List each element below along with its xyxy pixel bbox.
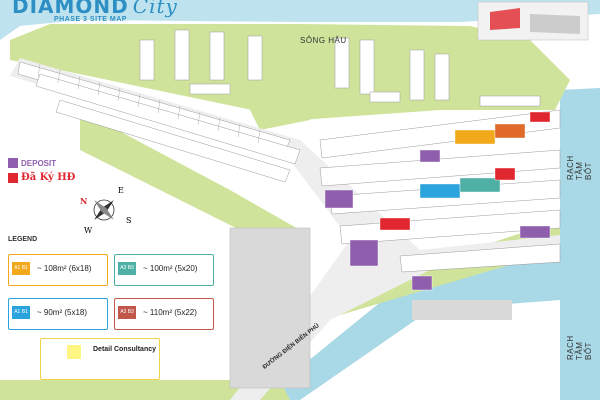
signed-swatch (8, 172, 18, 183)
gray-parcel (229, 227, 311, 389)
river-label: SÔNG HẬU (300, 36, 347, 45)
lot-row-c (55, 99, 291, 183)
block-1 (319, 109, 561, 159)
block-5 (399, 243, 561, 273)
deposit-label: DEPOSIT (21, 158, 57, 168)
lot-col-1 (139, 39, 155, 81)
lot-signed-red-3 (529, 111, 551, 123)
lot-deposit-3 (419, 149, 441, 163)
lot-deposit-1 (324, 189, 354, 209)
legend-code: A1 B1 (12, 306, 30, 319)
lot-deposit-2 (349, 239, 379, 267)
status-signed: Đã Ký HĐ (8, 172, 75, 183)
lot-col-4 (247, 35, 263, 81)
lot-deposit-4 (519, 225, 551, 239)
legend-text: ~ 108m² (6x18) (37, 264, 92, 273)
canal-lower (260, 262, 560, 400)
legend-code: A3 B3 (118, 262, 136, 275)
legend-text: ~ 90m² (5x18) (37, 308, 88, 317)
lot-col-6 (359, 39, 375, 95)
lot-col-7 (409, 49, 425, 101)
legend-item-90: A1 B1 ~ 90m² (5x18) (8, 298, 108, 330)
lot-row-top-3 (479, 95, 541, 107)
compass-n: N (80, 196, 88, 206)
green-left-wedge (80, 110, 300, 245)
detail-consultancy[interactable]: Detail Consultancy (40, 338, 160, 380)
green-bottom (0, 380, 290, 400)
legend-text: ~ 100m² (5x20) (143, 264, 198, 273)
legend-item-108: A1 B1 ~ 108m² (6x18) (8, 254, 108, 286)
block-4 (339, 209, 561, 245)
lot-row-top-2 (369, 91, 401, 103)
lot-row-top-1 (189, 83, 231, 95)
lot-signed-red-2 (379, 217, 411, 231)
lot-signed-red-1 (494, 167, 516, 181)
canal-label-2: RẠCH TẦM BỐT (566, 335, 593, 360)
green-central (230, 30, 320, 130)
lot-sold-teal (419, 183, 461, 199)
lot-sold-yellow (454, 129, 496, 145)
lot-col-8 (434, 53, 450, 101)
river-song-hau (0, 0, 600, 40)
lot-col-2 (174, 29, 190, 81)
compass-rose-icon (93, 199, 115, 221)
status-deposit: DEPOSIT (8, 158, 56, 168)
legend-item-110: A3 B3 ~ 110m² (5x22) (114, 298, 214, 330)
lot-sold-teal-2 (459, 177, 501, 193)
lot-col-5 (334, 37, 350, 89)
legend-text: ~ 110m² (5x22) (143, 308, 197, 317)
gray-parcel-2 (412, 300, 512, 320)
lot-sold-orange (494, 123, 526, 139)
map-subtitle: PHASE 3 SITE MAP (54, 16, 127, 23)
compass-w: W (84, 226, 93, 235)
canal-rach-tam-bot (560, 88, 600, 400)
legend-title: LEGEND (8, 236, 38, 243)
lot-deposit-5 (411, 275, 433, 291)
legend-item-100: A3 B3 ~ 100m² (5x20) (114, 254, 214, 286)
lot-row-b (35, 73, 301, 165)
block-2 (319, 149, 561, 187)
detail-label: Detail Consultancy (93, 346, 157, 353)
compass-s: S (126, 216, 132, 225)
lot-col-3 (209, 31, 225, 81)
legend-code: A3 B3 (118, 306, 136, 319)
deposit-swatch (8, 158, 18, 168)
compass-e: E (118, 186, 124, 195)
signed-label: Đã Ký HĐ (21, 172, 76, 183)
detail-swatch (67, 345, 81, 359)
legend-code: A1 B1 (12, 262, 30, 275)
canal-label-1: RẠCH TẦM BỐT (566, 155, 593, 180)
